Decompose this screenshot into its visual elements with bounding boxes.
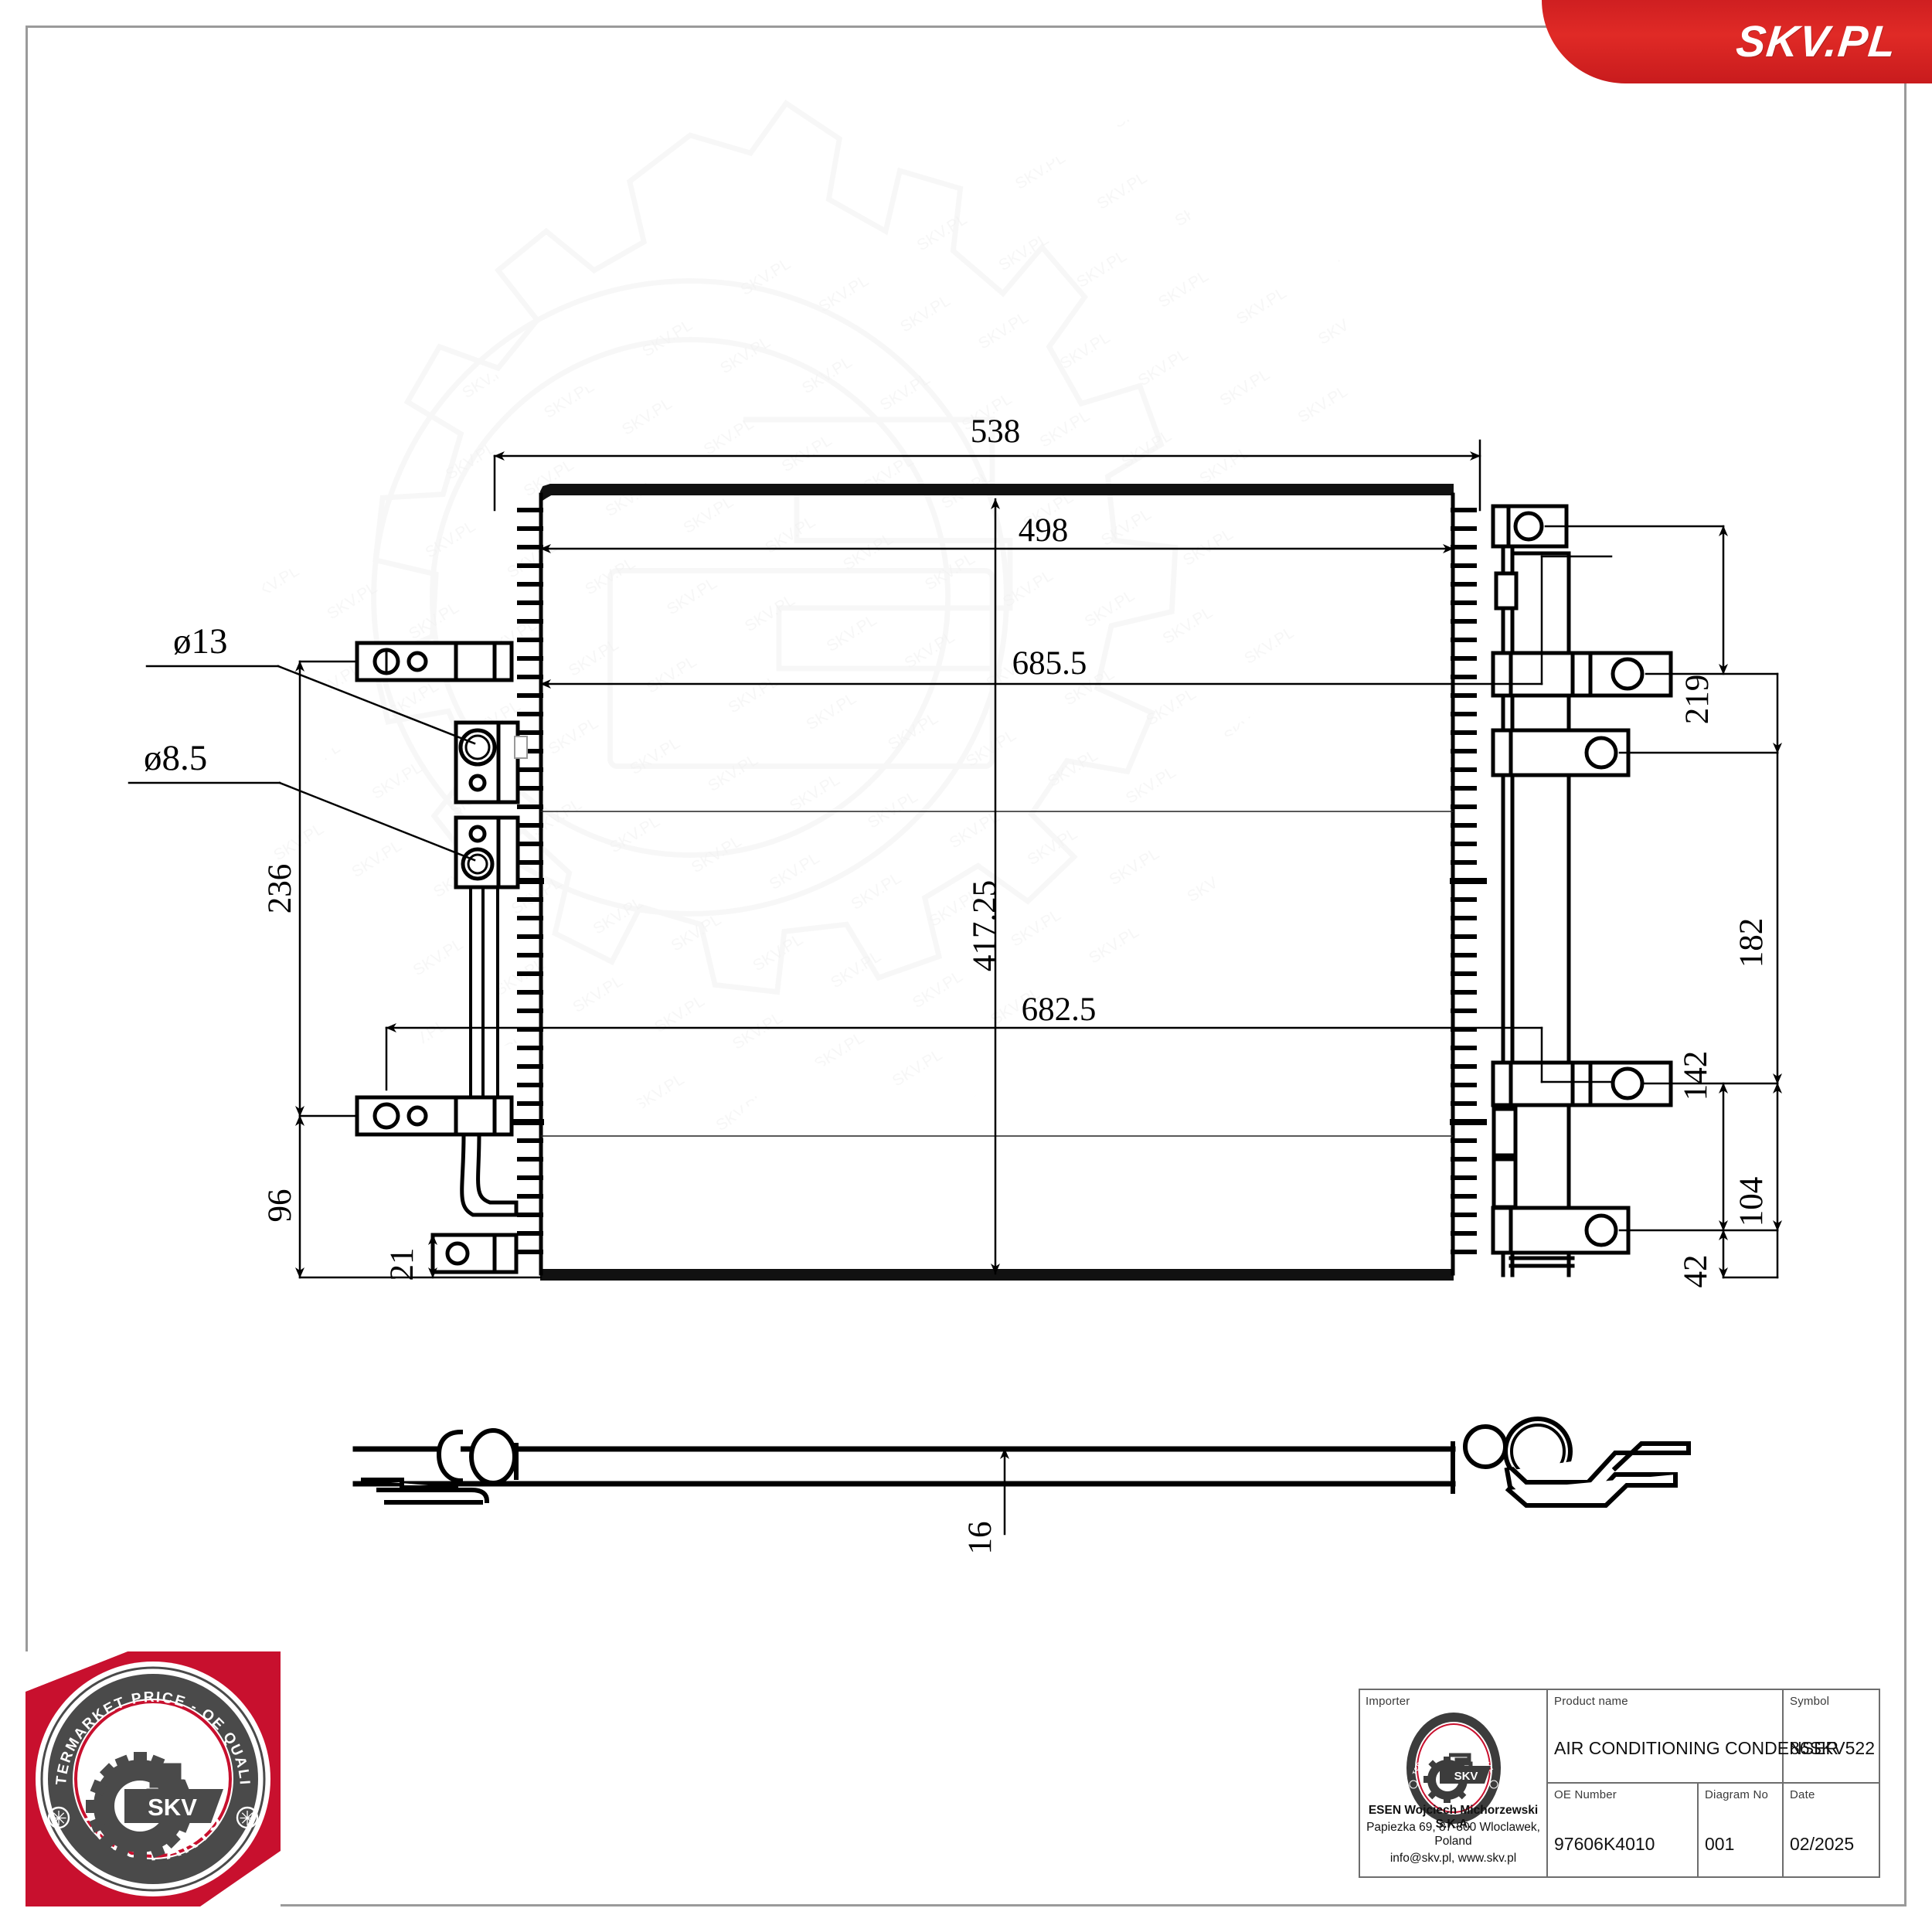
dim-label-42: 42 <box>1678 1255 1714 1288</box>
dim-label-417-25: 417.25 <box>967 880 1003 971</box>
diagram-no-value: 001 <box>1705 1834 1735 1854</box>
bracket-upper-left <box>355 641 514 682</box>
dim-236 <box>295 660 359 1117</box>
bracket-center-right-lug <box>1491 651 1673 698</box>
left-pipe-run <box>469 886 499 1099</box>
dim-182 <box>1618 672 1782 1085</box>
core-right-fins <box>1450 508 1487 1254</box>
dim-label-682-5: 682.5 <box>1022 992 1097 1028</box>
date-label: Date <box>1790 1788 1815 1801</box>
date-value: 02/2025 <box>1790 1834 1855 1854</box>
bracket-inlet-upper-left <box>454 720 528 804</box>
dim-label-hole-13: ø13 <box>173 621 228 662</box>
badge-gear-icon: SKV <box>86 1752 223 1860</box>
dim-label-498: 498 <box>1019 512 1069 549</box>
skv-auto-parts-badge: AFTERMARKET PRICE - OE QUALITY AUTO PART… <box>19 1639 281 1906</box>
importer-logo: AFTERMARKET PRICE - OE QUALITY AUTO PART… <box>1404 1710 1501 1824</box>
importer-name: ESEN Wojciech Michorzewski S.K.A. <box>1368 1804 1539 1831</box>
diagram-no-label: Diagram No <box>1705 1788 1769 1801</box>
symbol-label: Symbol <box>1790 1695 1830 1708</box>
importer-logo-text: SKV <box>1454 1770 1478 1783</box>
leader-hole-8-5 <box>128 781 476 862</box>
skv-wordmark: SKV.PL <box>1733 17 1900 66</box>
product-name-cell: Product name AIR CONDITIONING CONDENSER <box>1548 1690 1838 1782</box>
bracket-mid-lower-right-lug <box>1491 1060 1673 1107</box>
dim-label-538: 538 <box>971 413 1021 450</box>
badge-asterisk-left: ✳ <box>50 1807 67 1830</box>
dim-label-236: 236 <box>262 864 298 914</box>
dim-label-142: 142 <box>1678 1051 1714 1101</box>
symbol-cell: Symbol 86SKV522 <box>1784 1690 1879 1782</box>
product-name-label: Product name <box>1554 1695 1628 1708</box>
symbol-value: 86SKV522 <box>1790 1738 1875 1758</box>
dim-label-16: 16 <box>962 1522 998 1555</box>
dim-label-182: 182 <box>1733 918 1770 968</box>
bracket-lower-right-lug <box>1491 1206 1631 1268</box>
bracket-mid-upper-right-lug <box>1491 728 1631 777</box>
importer-address: Papiezka 69, 87-800 Wloclawek, Poland <box>1366 1821 1540 1848</box>
product-name-value: AIR CONDITIONING CONDENSER <box>1554 1738 1839 1758</box>
bracket-lower-left <box>355 1095 514 1137</box>
page-border <box>26 26 1906 1906</box>
dim-label-hole-8-5: ø8.5 <box>144 738 207 778</box>
dim-42 <box>1719 1229 1779 1279</box>
dim-682-5 <box>385 1023 1613 1091</box>
oe-number-label: OE Number <box>1554 1788 1617 1801</box>
badge-center-text: SKV <box>148 1794 197 1821</box>
dim-label-685-5: 685.5 <box>1012 645 1087 682</box>
importer-label: Importer <box>1366 1695 1410 1708</box>
dim-label-96: 96 <box>262 1189 298 1223</box>
bracket-inlet-mid-left <box>454 815 520 889</box>
dim-21 <box>428 1233 481 1279</box>
core-top-header <box>540 484 1454 502</box>
dim-label-104: 104 <box>1733 1177 1770 1227</box>
dim-label-219: 219 <box>1679 675 1716 725</box>
title-block-row-1: Product name AIR CONDITIONING CONDENSER … <box>1548 1690 1879 1784</box>
top-section-view <box>352 1417 1691 1536</box>
title-block-importer-cell: Importer AFTERMARKET PRICE - OE QUALITY … <box>1360 1690 1548 1876</box>
skv-brand-banner: SKV.PL <box>1542 0 1932 83</box>
title-block-row-2: OE Number 97606K4010 Diagram No 001 Date… <box>1548 1784 1879 1876</box>
left-return-hose <box>460 1132 519 1217</box>
oe-number-value: 97606K4010 <box>1554 1834 1655 1854</box>
title-block-fields: Product name AIR CONDITIONING CONDENSER … <box>1548 1690 1879 1876</box>
dim-label-21: 21 <box>384 1248 420 1281</box>
dim-538 <box>493 439 1481 512</box>
core-partitions <box>540 811 1454 1137</box>
badge-asterisk-right: ✳ <box>239 1807 256 1830</box>
oe-number-cell: OE Number 97606K4010 <box>1548 1784 1699 1876</box>
dim-104 <box>1618 1082 1782 1232</box>
dim-219 <box>1544 525 1779 675</box>
date-cell: Date 02/2025 <box>1784 1784 1879 1876</box>
dim-498 <box>539 499 1454 570</box>
right-connector-sleeve <box>1492 1107 1518 1209</box>
title-block: Importer AFTERMARKET PRICE - OE QUALITY … <box>1359 1689 1880 1878</box>
importer-web: info@skv.pl, www.skv.pl <box>1389 1852 1517 1865</box>
core-bottom-header <box>540 1269 1454 1281</box>
diagram-no-cell: Diagram No 001 <box>1699 1784 1784 1876</box>
bracket-bottom-left-lug <box>430 1233 519 1274</box>
